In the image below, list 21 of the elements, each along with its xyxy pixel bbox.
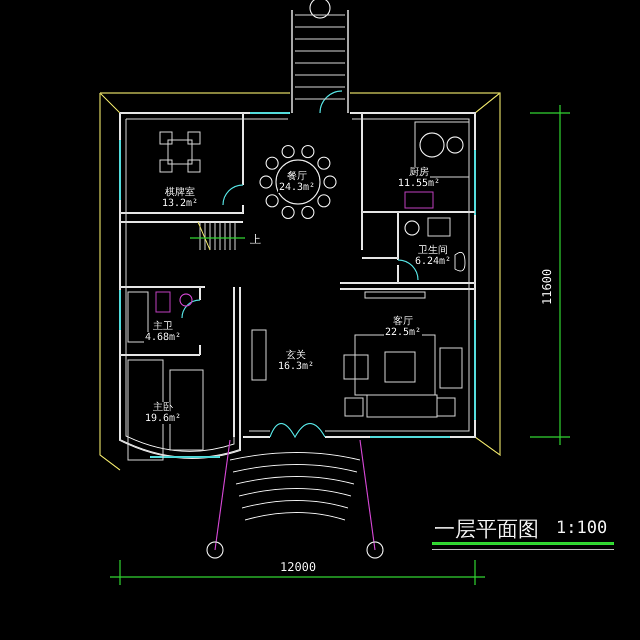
- room-name: 棋牌室: [164, 187, 196, 198]
- room-area: 11.55m²: [396, 178, 442, 189]
- room-area: 24.3m²: [278, 182, 316, 193]
- drawing-title: 一层平面图: [434, 516, 539, 543]
- room-name: 客厅: [392, 316, 414, 327]
- stair-label: 上: [250, 232, 261, 247]
- room-name: 厨房: [408, 167, 430, 178]
- room-name: 主卫: [152, 321, 174, 332]
- room-area: 6.24m²: [414, 256, 452, 267]
- scale-label: 1:100: [556, 518, 608, 538]
- dimension-label: 11600: [540, 268, 554, 305]
- room-name: 餐厅: [286, 171, 308, 182]
- room-name: 玄关: [285, 350, 307, 361]
- dimension-label: 12000: [280, 560, 316, 574]
- room-area: 16.3m²: [276, 361, 316, 372]
- room-name: 卫生间: [417, 245, 449, 256]
- room-name: 主卧: [152, 402, 174, 413]
- room-area: 19.6m²: [144, 413, 182, 424]
- room-area: 22.5m²: [384, 327, 422, 338]
- room-area: 13.2m²: [160, 198, 200, 209]
- room-area: 4.68m²: [144, 332, 182, 343]
